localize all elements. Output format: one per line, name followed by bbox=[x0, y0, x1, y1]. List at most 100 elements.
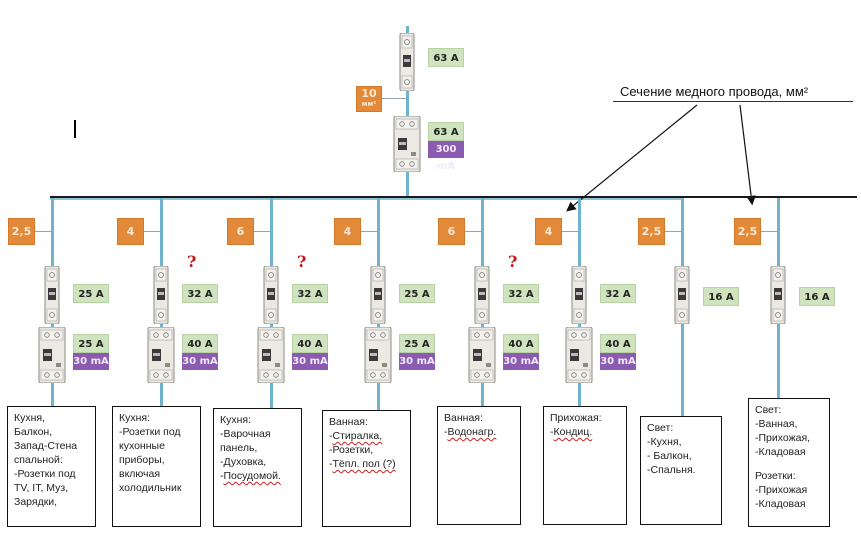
circuit-section-leader bbox=[465, 231, 481, 232]
main-section-badge: 10 мм² bbox=[356, 86, 382, 112]
circuit-description-box: Ванная:-Стиралка,-Розетки,-Тёпл. пол (?) bbox=[322, 410, 411, 527]
circuit-breaker-icon bbox=[770, 266, 786, 324]
description-line: холодильник bbox=[119, 482, 182, 494]
description-line: приборы, bbox=[119, 454, 165, 466]
circuit-rcd-rating: 25 A bbox=[73, 334, 109, 353]
description-line: -Спальня. bbox=[647, 464, 696, 476]
description-line: -Кладовая bbox=[755, 498, 806, 510]
description-line: Запад-Стена bbox=[14, 440, 78, 452]
description-line: Розетки: bbox=[755, 470, 796, 482]
circuit-breaker-icon bbox=[571, 266, 587, 324]
circuit-rcd-icon bbox=[364, 327, 392, 383]
question-mark: ? bbox=[508, 252, 518, 271]
description-line: -Ванная, bbox=[755, 418, 798, 430]
description-line: Балкон, bbox=[14, 426, 53, 438]
circuit-breaker-rating: 16 A bbox=[799, 287, 835, 306]
circuit-description-box: Ванная:-Водонагр. bbox=[437, 406, 521, 525]
description-line: включая bbox=[119, 468, 161, 480]
description-line: панель, bbox=[220, 442, 258, 454]
main-rcd-rating: 63 A bbox=[428, 122, 464, 141]
main-section-value: 10 bbox=[361, 87, 377, 100]
circuit-rcd-leakage: 30 mA bbox=[182, 353, 218, 370]
circuit-section-badge: 2,5 bbox=[638, 218, 665, 245]
circuit-section-leader bbox=[144, 231, 160, 232]
circuit-description-box: Кухня: -Варочная панель, -Духовка, -Посудомо… bbox=[213, 408, 302, 527]
description-line: -Кухня, bbox=[647, 436, 682, 448]
circuit-section-badge: 2,5 bbox=[8, 218, 35, 245]
circuit-rcd-icon bbox=[38, 327, 66, 383]
circuit-section-leader bbox=[761, 231, 777, 232]
circuit-section-badge: 6 bbox=[438, 218, 465, 245]
question-mark: ? bbox=[187, 252, 197, 271]
description-line: -Кондиц. bbox=[550, 426, 593, 438]
main-breaker-rating: 63 A bbox=[428, 48, 464, 67]
circuit-rcd-rating: 40 A bbox=[292, 334, 328, 353]
circuit-section-leader bbox=[35, 231, 51, 232]
circuit-section-badge: 4 bbox=[117, 218, 144, 245]
description-line: -Посудомой. bbox=[220, 470, 281, 482]
text-cursor bbox=[74, 120, 76, 138]
description-line: кухонные bbox=[119, 440, 165, 452]
circuit-rcd-icon bbox=[468, 327, 496, 383]
description-line bbox=[755, 459, 823, 469]
description-line: Кухня: bbox=[119, 412, 151, 424]
circuit-rcd-rating: 40 A bbox=[182, 334, 218, 353]
circuit-breaker-icon bbox=[153, 266, 169, 324]
description-line: -Стиралка, bbox=[329, 430, 383, 442]
circuit-breaker-rating: 32 A bbox=[600, 284, 636, 303]
main-section-leader bbox=[382, 98, 406, 99]
circuit-description-box: Свет: -Кухня, - Балкон, -Спальня. bbox=[640, 416, 722, 525]
description-line: -Водонагр. bbox=[444, 426, 497, 438]
circuit-section-leader bbox=[361, 231, 377, 232]
circuit-rcd-leakage: 30 mA bbox=[73, 353, 109, 370]
description-line: - Балкон, bbox=[647, 450, 692, 462]
circuit-section-leader bbox=[562, 231, 578, 232]
description-line: -Тёпл. пол (?) bbox=[329, 458, 396, 470]
circuit-rcd-leakage: 30 mA bbox=[399, 353, 435, 370]
legend-arrow-right bbox=[739, 104, 756, 206]
legend-underline bbox=[613, 101, 853, 102]
circuit-section-badge: 6 bbox=[227, 218, 254, 245]
circuit-section-badge: 4 bbox=[334, 218, 361, 245]
circuit-section-badge: 2,5 bbox=[734, 218, 761, 245]
description-line: Прихожая: bbox=[550, 412, 602, 424]
description-line: Кухня, bbox=[14, 412, 46, 424]
distribution-bus bbox=[50, 196, 857, 198]
circuit-section-badge: 4 bbox=[535, 218, 562, 245]
circuit-section-leader bbox=[665, 231, 681, 232]
main-section-unit: мм² bbox=[361, 100, 377, 108]
description-line: Свет: bbox=[647, 422, 674, 434]
circuit-rcd-icon bbox=[565, 327, 593, 383]
description-line: Свет: bbox=[755, 404, 782, 416]
circuit-description-box: Прихожая: -Кондиц. bbox=[543, 406, 627, 525]
description-line: Зарядки, bbox=[14, 496, 58, 508]
distribution-bus-shade bbox=[50, 198, 683, 200]
description-line: TV, IT, Муз, bbox=[14, 482, 69, 494]
circuit-section-leader bbox=[254, 231, 270, 232]
description-line: -Розетки, bbox=[329, 444, 374, 456]
description-line: -Кладовая bbox=[755, 446, 806, 458]
description-line: -Духовка, bbox=[220, 456, 267, 468]
description-line: Кухня: bbox=[220, 414, 252, 426]
circuit-rcd-leakage: 30 mA bbox=[292, 353, 328, 370]
circuit-breaker-icon bbox=[263, 266, 279, 324]
circuit-rcd-rating: 40 A bbox=[600, 334, 636, 353]
circuit-breaker-rating: 32 A bbox=[503, 284, 539, 303]
circuit-rcd-rating: 25 A bbox=[399, 334, 435, 353]
main-feed-wire bbox=[406, 26, 409, 196]
circuit-rcd-icon bbox=[147, 327, 175, 383]
circuit-rcd-leakage: 30 mA bbox=[503, 353, 539, 370]
circuit-breaker-rating: 32 A bbox=[292, 284, 328, 303]
circuit-rcd-icon bbox=[257, 327, 285, 383]
circuit-rcd-leakage: 30 mA bbox=[600, 353, 636, 370]
question-mark: ? bbox=[297, 252, 307, 271]
circuit-breaker-icon bbox=[674, 266, 690, 324]
description-line: -Розетки под bbox=[14, 468, 76, 480]
main-rcd-leakage: 300 mA bbox=[428, 141, 464, 172]
description-line: -Варочная bbox=[220, 428, 271, 440]
circuit-breaker-icon bbox=[44, 266, 60, 324]
